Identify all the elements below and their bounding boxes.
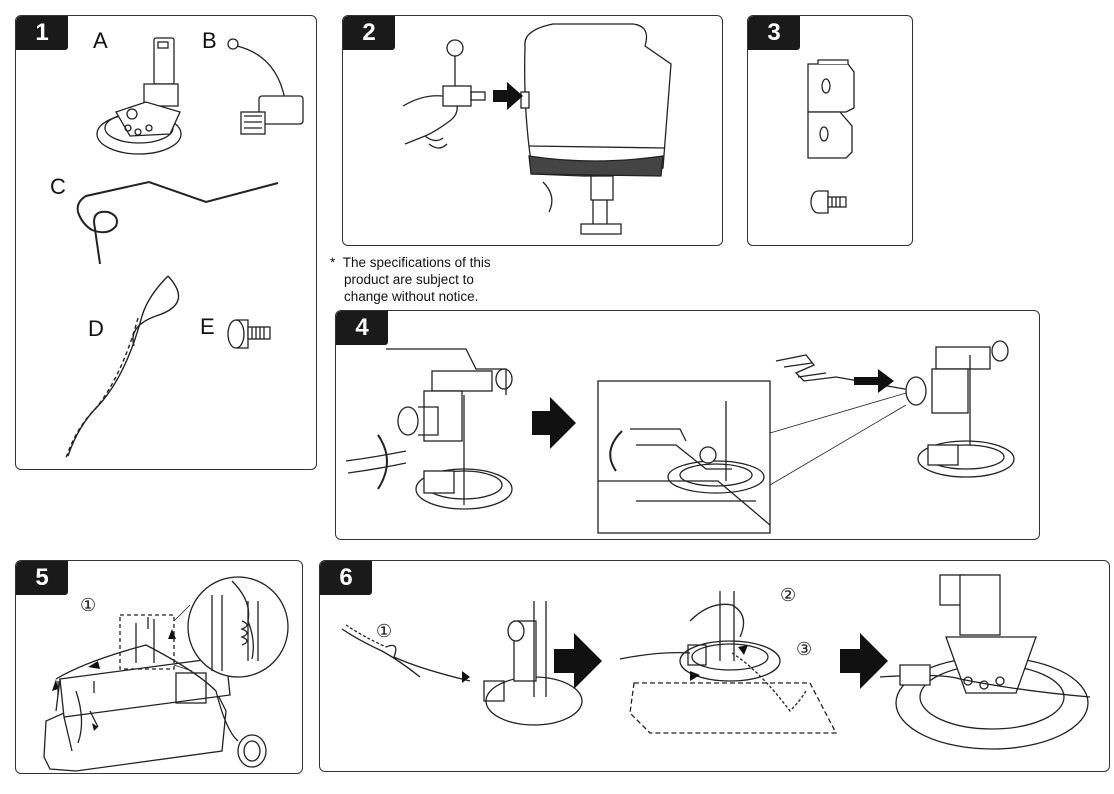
step-number-3: 3 xyxy=(748,16,800,50)
step-6-arrow-2 xyxy=(840,633,888,689)
step-3-illustration xyxy=(807,59,855,214)
part-label-b: B xyxy=(202,28,217,53)
part-b-sensor-image xyxy=(227,38,304,135)
note-line-3: change without notice. xyxy=(344,289,479,304)
callout-1-step-5: ① xyxy=(80,595,97,615)
step-6-illustration xyxy=(341,574,1091,750)
part-d-threader-image xyxy=(65,275,180,459)
parts-illustration xyxy=(65,37,304,459)
step-number-2: 2 xyxy=(343,16,395,50)
step-4-next-arrow xyxy=(532,397,576,449)
step-2-arrow xyxy=(493,82,523,110)
panel-step-2: 2 xyxy=(342,15,723,246)
step-2-illustration xyxy=(402,23,672,235)
step-number-5: 5 xyxy=(16,561,68,595)
part-c-wire-image xyxy=(76,180,279,265)
step-number-1: 1 xyxy=(16,16,68,50)
note-line-2: product are subject to xyxy=(344,272,474,287)
note-line-1: The specifications of this xyxy=(342,255,491,270)
step-6-arrow-1 xyxy=(554,633,602,689)
part-e-screw-image xyxy=(227,319,271,349)
callout-3-step-6: ③ xyxy=(796,639,813,659)
part-label-e: E xyxy=(200,314,215,339)
callout-2-step-6: ② xyxy=(780,585,797,605)
step-4-insert-arrow xyxy=(854,369,894,393)
panel-step-1: 1 A B C D E xyxy=(15,15,317,470)
step-4-illustration xyxy=(345,340,1015,534)
step-number-6: 6 xyxy=(320,561,372,595)
step-number-4: 4 xyxy=(336,311,388,345)
part-a-foot-image xyxy=(96,37,182,155)
part-label-c: C xyxy=(50,174,66,199)
callout-1-step-6: ① xyxy=(376,621,393,641)
part-label-d: D xyxy=(88,316,104,341)
step-5-illustration xyxy=(43,576,289,772)
panel-step-5: 5 ① xyxy=(15,560,303,774)
panel-step-3: 3 xyxy=(747,15,913,246)
note-mark: * xyxy=(330,255,336,270)
panel-step-6: 6 ① ② ③ xyxy=(319,560,1110,772)
specification-note: * The specifications of this product are… xyxy=(330,254,491,305)
panel-step-4: 4 xyxy=(335,310,1040,540)
part-label-a: A xyxy=(93,28,108,53)
